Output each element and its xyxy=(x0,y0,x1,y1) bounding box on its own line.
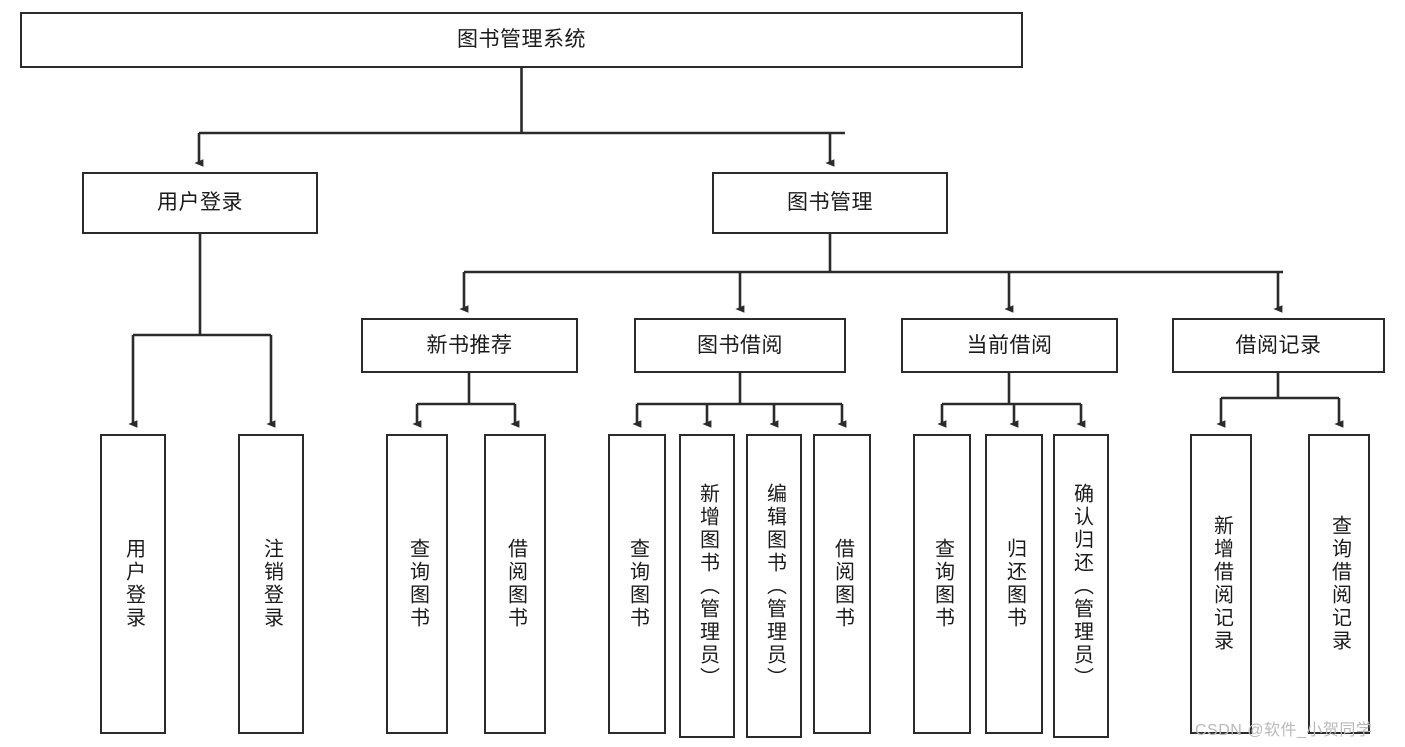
node-label: 用户登录 xyxy=(122,538,145,630)
node-label: 注销登录 xyxy=(260,538,283,630)
node-current-borrow[interactable]: 当前借阅 xyxy=(901,318,1118,373)
node-label: 新增图书（管理员） xyxy=(696,482,719,690)
node-leaf-add-borrow-record[interactable]: 新增借阅记录 xyxy=(1190,434,1252,734)
node-leaf-user-login[interactable]: 用户登录 xyxy=(100,434,166,734)
node-label: 确认归还（管理员） xyxy=(1070,482,1093,690)
node-label: 编辑图书（管理员） xyxy=(763,482,786,690)
node-book-borrow[interactable]: 图书借阅 xyxy=(634,318,846,373)
node-label: 借阅图书 xyxy=(504,538,527,630)
node-borrow-record[interactable]: 借阅记录 xyxy=(1172,318,1385,373)
node-leaf-return-book[interactable]: 归还图书 xyxy=(985,434,1043,734)
node-leaf-confirm-return-admin[interactable]: 确认归还（管理员） xyxy=(1053,434,1109,738)
node-leaf-borrow-book[interactable]: 借阅图书 xyxy=(813,434,871,734)
node-leaf-query-book-current[interactable]: 查询图书 xyxy=(913,434,971,734)
node-label: 查询图书 xyxy=(931,538,954,630)
node-label: 新增借阅记录 xyxy=(1210,515,1233,653)
node-label: 图书管理系统 xyxy=(457,28,586,52)
node-label: 归还图书 xyxy=(1003,538,1026,630)
csdn-watermark: CSDN @软件_小贺同学 xyxy=(1195,722,1373,739)
node-leaf-query-borrow-record[interactable]: 查询借阅记录 xyxy=(1308,434,1370,734)
node-root-system[interactable]: 图书管理系统 xyxy=(20,12,1023,68)
node-label: 查询图书 xyxy=(406,538,429,630)
node-label: 图书管理 xyxy=(787,191,873,215)
node-leaf-logout[interactable]: 注销登录 xyxy=(238,434,304,734)
node-user-login[interactable]: 用户登录 xyxy=(82,172,318,234)
node-leaf-query-book-recommend[interactable]: 查询图书 xyxy=(386,434,448,734)
node-leaf-add-book-admin[interactable]: 新增图书（管理员） xyxy=(679,434,735,738)
node-label: 查询图书 xyxy=(626,538,649,630)
node-book-management[interactable]: 图书管理 xyxy=(712,172,948,234)
node-label: 用户登录 xyxy=(157,191,243,215)
node-new-book-recommend[interactable]: 新书推荐 xyxy=(361,318,578,373)
node-label: 当前借阅 xyxy=(966,333,1053,357)
node-label: 借阅图书 xyxy=(831,538,854,630)
node-leaf-query-book[interactable]: 查询图书 xyxy=(608,434,666,734)
node-leaf-borrow-book-recommend[interactable]: 借阅图书 xyxy=(484,434,546,734)
node-label: 图书借阅 xyxy=(697,333,783,357)
node-leaf-edit-book-admin[interactable]: 编辑图书（管理员） xyxy=(746,434,802,738)
node-label: 借阅记录 xyxy=(1235,333,1322,357)
node-label: 查询借阅记录 xyxy=(1328,515,1351,653)
node-label: 新书推荐 xyxy=(426,333,513,357)
